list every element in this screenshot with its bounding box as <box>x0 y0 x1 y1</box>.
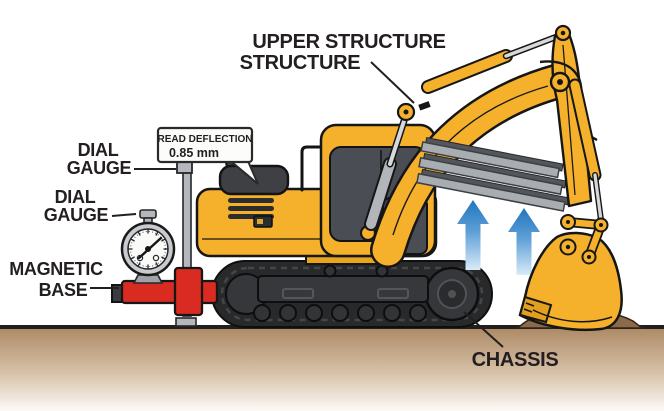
read-deflection-callout: READ DEFLECTION 0.85 mm <box>156 126 259 185</box>
stick-cylinder <box>421 33 560 94</box>
ground <box>0 325 664 411</box>
dial-gauge-instrument <box>120 209 176 284</box>
leader-dial-gauge-bottom <box>111 213 137 217</box>
callout-value: 0.85 mm <box>169 146 219 160</box>
up-arrow-right <box>508 208 540 275</box>
label-upper-structure-line2: STRUCTURE <box>240 52 361 74</box>
arm <box>551 25 593 208</box>
shim-plate <box>420 137 564 179</box>
leader-chassis <box>463 311 504 348</box>
bucket-teeth <box>521 302 535 319</box>
track-chassis <box>111 260 493 328</box>
boom-cylinder <box>359 117 408 242</box>
shim-plate <box>418 152 567 196</box>
label-dial-gauge-top-line1: DIAL <box>78 140 119 160</box>
label-dial-gauge-bottom-line2: GAUGE <box>44 205 109 225</box>
label-dial-gauge-top-line2: GAUGE <box>67 158 132 178</box>
label-dial-gauge-bottom-line1: DIAL <box>55 187 96 207</box>
label-magnetic-base-line2: BASE <box>39 280 88 300</box>
callout-title: READ DEFLECTION <box>158 134 253 145</box>
track-rollers <box>253 264 427 322</box>
magnetic-base-block <box>173 266 204 317</box>
bucket-cylinder <box>568 78 604 223</box>
label-magnetic-base: MAGNETIC BASE <box>9 259 103 300</box>
label-chassis: CHASSIS <box>472 349 559 371</box>
label-upper-structure-line1: UPPER STRUCTURE <box>252 31 445 53</box>
label-dial-gauge-top: DIAL GAUGE <box>67 140 132 178</box>
label-upper-structure: UPPER STRUCTURE STRUCTURE <box>240 31 446 74</box>
measurement-rig <box>120 161 219 327</box>
shim-plates <box>416 137 570 212</box>
label-magnetic-base-line1: MAGNETIC <box>9 259 103 279</box>
rod-foot <box>175 317 197 327</box>
bucket-linkage <box>559 214 609 265</box>
label-dial-gauge-bottom: DIAL GAUGE <box>44 187 109 225</box>
leader-upper-structure <box>370 61 415 104</box>
up-arrow-left <box>457 200 489 270</box>
labels: UPPER STRUCTURE STRUCTURE DIAL GAUGE DIA… <box>9 31 559 371</box>
rod-top-contact <box>176 161 193 174</box>
leader-lines <box>90 61 504 348</box>
